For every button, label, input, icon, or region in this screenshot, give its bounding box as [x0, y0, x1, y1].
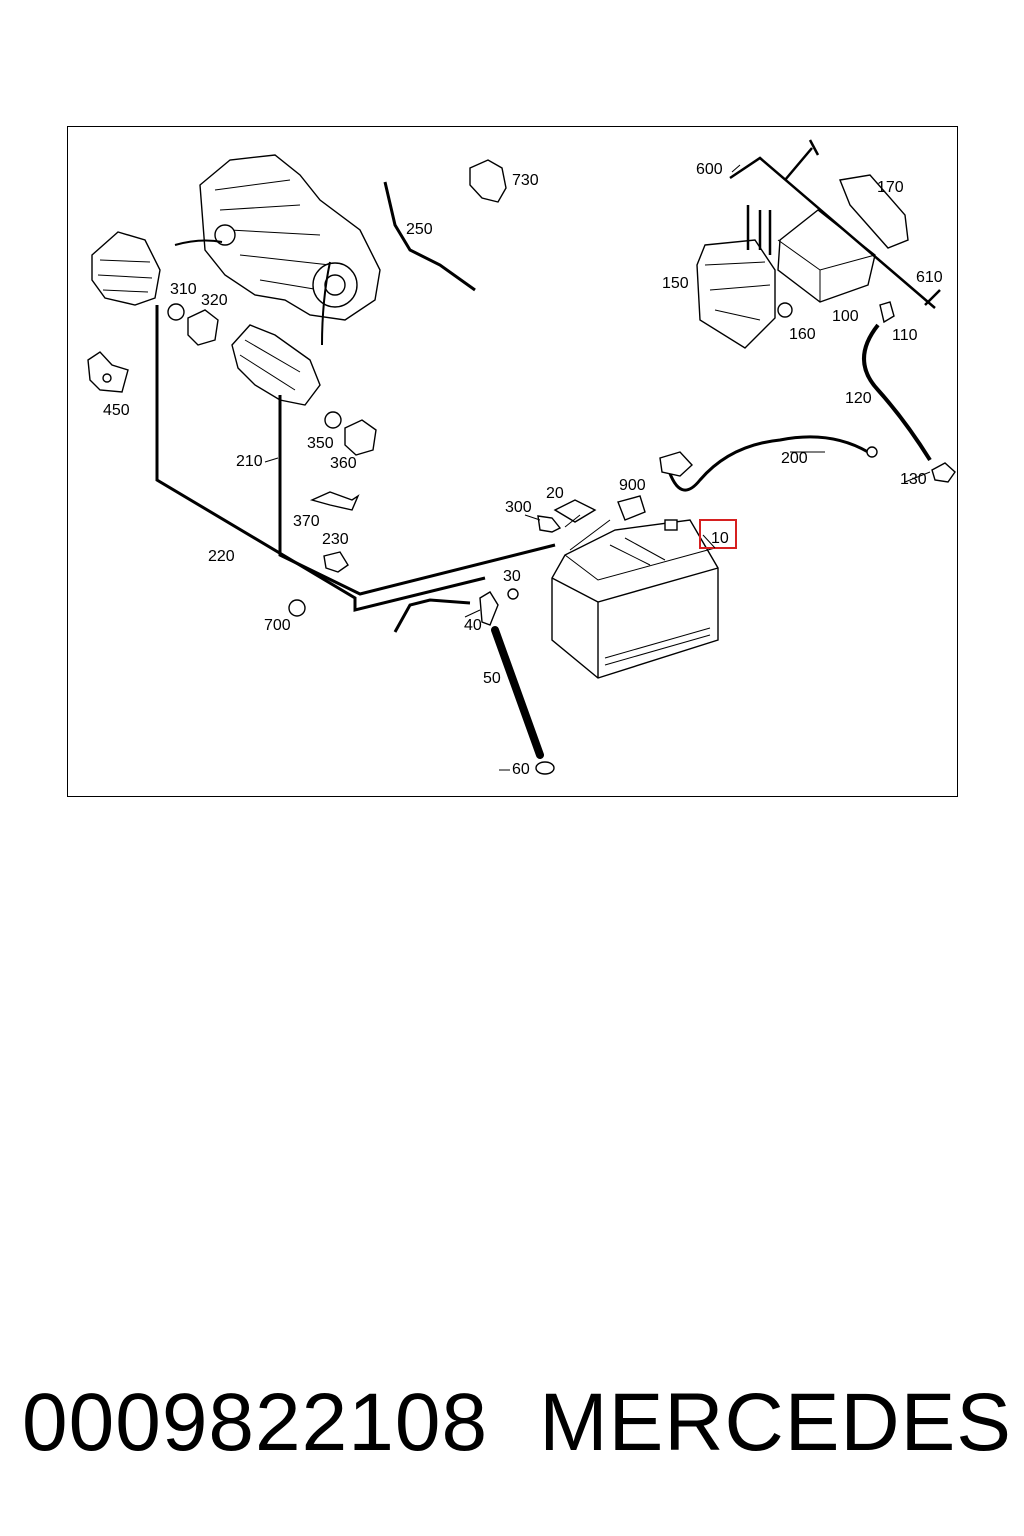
nut-30 — [507, 588, 519, 600]
label-220: 220 — [208, 548, 235, 565]
label-250: 250 — [406, 221, 433, 238]
cap-130 — [931, 462, 956, 483]
connector-200 — [659, 451, 693, 477]
cable-210 — [278, 395, 556, 596]
bushing-700 — [288, 599, 306, 617]
nut-310 — [167, 303, 185, 321]
label-60: 60 — [512, 761, 530, 778]
bolt-300 — [537, 515, 562, 533]
label-310: 310 — [170, 281, 197, 298]
relay-730 — [469, 159, 507, 203]
label-50: 50 — [483, 670, 501, 687]
line-600-ticks — [746, 205, 772, 255]
label-120: 120 — [845, 390, 872, 407]
label-40: 40 — [464, 617, 482, 634]
label-100: 100 — [832, 308, 859, 325]
bushing-320 — [187, 309, 219, 346]
line-610 — [924, 289, 941, 306]
caption: 0009822108 MERCEDES — [22, 1368, 1012, 1478]
engine-assembly — [174, 154, 381, 346]
label-20: 20 — [546, 485, 564, 502]
battery-10 — [551, 519, 719, 679]
label-10: 10 — [711, 530, 729, 547]
nut-160 — [777, 302, 793, 318]
label-170: 170 — [877, 179, 904, 196]
part-900 — [617, 495, 646, 521]
fitting-110 — [879, 301, 895, 324]
bracket-370 — [309, 491, 360, 511]
label-230: 230 — [322, 531, 349, 548]
cable-branch — [393, 598, 471, 633]
label-900: 900 — [619, 477, 646, 494]
label-370: 370 — [293, 513, 320, 530]
label-200: 200 — [781, 450, 808, 467]
highlight-box — [699, 519, 737, 549]
label-320: 320 — [201, 292, 228, 309]
label-110: 110 — [892, 327, 918, 344]
battery-100 — [777, 209, 876, 303]
label-300: 300 — [505, 499, 532, 516]
line-600 — [729, 156, 936, 309]
label-130: 130 — [900, 471, 927, 488]
label-30: 30 — [503, 568, 521, 585]
part-number: 0009822108 — [22, 1377, 489, 1468]
label-450: 450 — [103, 402, 130, 419]
label-730: 730 — [512, 172, 539, 189]
label-210: 210 — [236, 453, 263, 470]
cable-220 — [155, 305, 486, 612]
bracket-450 — [87, 351, 129, 393]
cable-200 — [666, 435, 869, 492]
bracket-170 — [839, 174, 909, 249]
line-600-spur — [784, 139, 820, 181]
clip-230 — [323, 551, 349, 573]
brand-name: MERCEDES — [539, 1377, 1012, 1468]
label-150: 150 — [662, 275, 689, 292]
label-700: 700 — [264, 617, 291, 634]
label-350: 350 — [307, 435, 334, 452]
cover-20 — [553, 499, 597, 523]
leader-10 — [702, 534, 716, 549]
elbow-40 — [479, 591, 499, 626]
label-610: 610 — [916, 269, 943, 286]
label-360: 360 — [330, 455, 357, 472]
bushing-360 — [344, 419, 377, 456]
starter-motor — [231, 324, 321, 406]
cap-60 — [535, 761, 555, 775]
label-600: 600 — [696, 161, 723, 178]
label-160: 160 — [789, 326, 816, 343]
battery-tray-150 — [696, 239, 776, 349]
cable-120 — [862, 323, 932, 462]
nut-350 — [324, 411, 342, 429]
ground-strap-250 — [383, 181, 476, 292]
diagram-frame — [67, 126, 958, 797]
alternator — [91, 231, 161, 306]
